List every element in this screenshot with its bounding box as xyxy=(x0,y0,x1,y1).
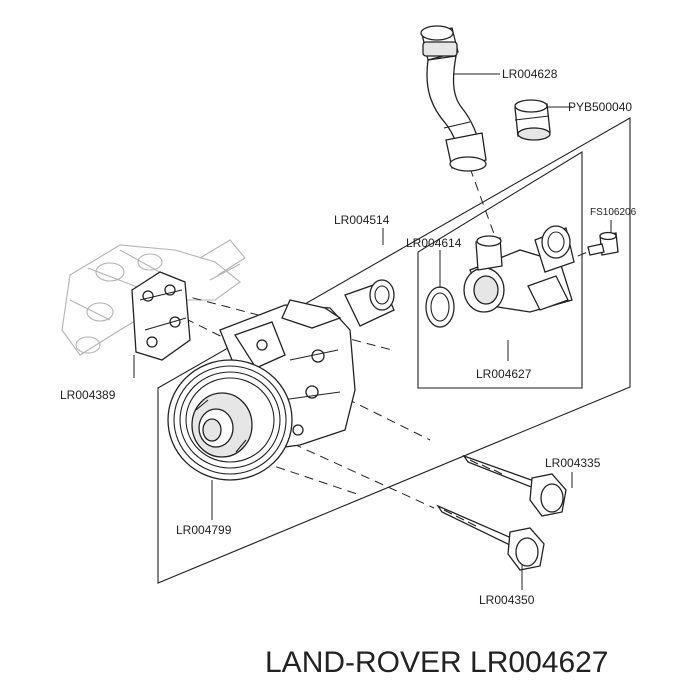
screw-FS106206 xyxy=(587,231,619,256)
label-bolt-short: LR004350 xyxy=(479,593,535,607)
label-gasket: LR004389 xyxy=(60,388,116,402)
label-bolt-long: LR004335 xyxy=(545,456,601,470)
bolt-LR004335 xyxy=(462,454,567,517)
leader-lines xyxy=(133,73,612,590)
label-screw: FS106206 xyxy=(590,207,637,218)
bolt-LR004350 xyxy=(436,504,545,571)
label-clip: PYB500040 xyxy=(568,100,632,114)
hose-LR004628 xyxy=(420,25,487,172)
kit-boundary-LR004514 xyxy=(157,117,631,584)
thermostat-housing-LR004627 xyxy=(425,225,575,328)
label-pump-kit: LR004514 xyxy=(334,213,390,227)
label-hose: LR004628 xyxy=(502,67,558,81)
part-caption: LAND-ROVER LR004627 xyxy=(265,646,609,679)
gasket-LR004389 xyxy=(131,271,191,361)
clip-PYB500040 xyxy=(514,99,551,141)
engine-block-outline xyxy=(61,239,246,356)
label-pulley: LR004799 xyxy=(176,523,232,537)
label-oring: LR004614 xyxy=(406,236,462,250)
pulley-LR004799 xyxy=(167,359,293,481)
label-housing: LR004627 xyxy=(476,367,532,381)
kit-boundary-LR004627 xyxy=(417,151,583,389)
